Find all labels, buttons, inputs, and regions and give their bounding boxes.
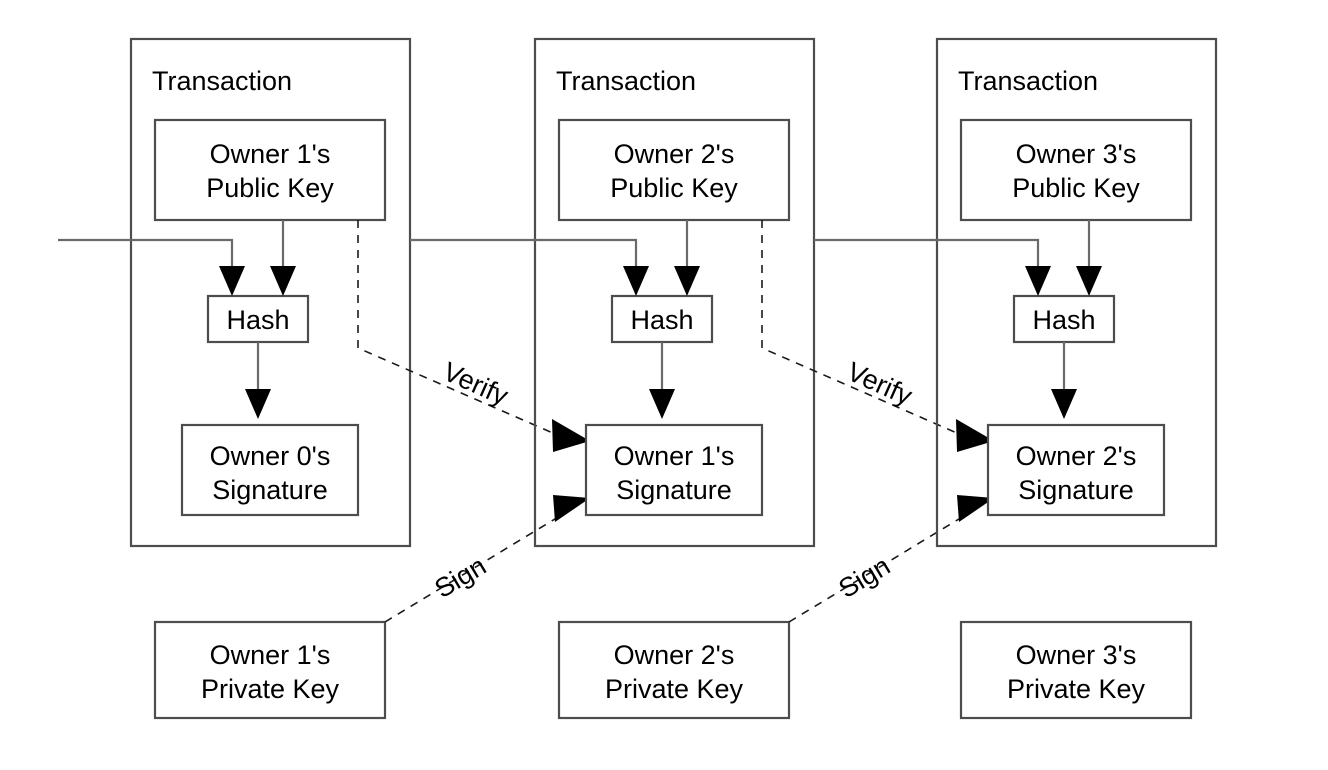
transaction-3-signature-box[interactable] [986,423,1166,517]
arrowhead-sign-1 [553,495,590,522]
transaction-3-public-key-box[interactable] [959,118,1193,222]
sign-label-1: Sign [429,551,491,605]
chain-line-txn2-to-txn3 [814,238,1040,286]
verify-line-1 [357,220,579,445]
transaction-2-hash-label: Hash [630,305,693,335]
verify-label-2: Verify [843,356,917,411]
transaction-1-public-key-box[interactable] [153,118,387,222]
transaction-2-signature-line1: Owner 1's [614,441,735,471]
owner-1-private-key-line1: Owner 1's [210,640,331,670]
chain-line-txn1-to-txn2 [410,238,638,286]
transaction-3-container[interactable] [935,37,1218,548]
transaction-3-hash-box[interactable] [1012,294,1116,344]
transaction-3-signature-line2: Signature [1018,475,1134,505]
owner-3-private-key-line1: Owner 3's [1016,640,1137,670]
arrowhead-into-hash-2-left [623,266,649,296]
verify-line-2 [761,220,983,445]
sign-label-2: Sign [833,551,895,605]
transaction-3-hash-label: Hash [1032,305,1095,335]
owner-1-private-key-line2: Private Key [201,674,340,704]
owner-2-private-key-box[interactable] [557,620,791,720]
transaction-3-group: Transaction Owner 3's Public Key Hash Ow… [935,37,1218,548]
transaction-2-public-key-line2: Public Key [610,173,738,203]
transaction-1-signature-box[interactable] [180,423,360,517]
transaction-1-container[interactable] [129,37,412,548]
transaction-2-group: Transaction Owner 2's Public Key Hash Ow… [533,37,816,548]
sign-line-2 [788,504,983,623]
transaction-2-public-key-line1: Owner 2's [614,139,735,169]
transaction-1-public-key-line1: Owner 1's [210,139,331,169]
arrowhead-into-hash-1-left [219,266,245,296]
owner-2-private-key-line1: Owner 2's [614,640,735,670]
transaction-1-group: Transaction Owner 1's Public Key Hash Ow… [129,37,412,548]
arrowhead-into-signature-2 [649,389,675,419]
arrowhead-verify-1 [552,419,590,452]
transaction-3-public-key-line2: Public Key [1012,173,1140,203]
transaction-2-container[interactable] [533,37,816,548]
arrowhead-into-signature-1 [245,389,271,419]
transaction-2-public-key-box[interactable] [557,118,791,222]
owner-3-private-key-line2: Private Key [1007,674,1146,704]
transaction-1-header: Transaction [152,66,292,96]
arrowhead-sign-2 [957,495,994,522]
verify-label-1: Verify [439,356,513,411]
transaction-1-signature-line2: Signature [212,475,328,505]
arrowhead-into-hash-3-right [1076,266,1102,296]
transaction-1-signature-line1: Owner 0's [210,441,331,471]
transaction-3-signature-line1: Owner 2's [1016,441,1137,471]
arrowhead-verify-2 [956,419,994,452]
transaction-2-signature-box[interactable] [584,423,764,517]
transaction-2-hash-box[interactable] [610,294,714,344]
arrowhead-into-hash-3-left [1025,266,1051,296]
transaction-1-public-key-line2: Public Key [206,173,334,203]
arrowhead-into-signature-3 [1051,389,1077,419]
owner-3-private-key-box[interactable] [959,620,1193,720]
transaction-2-header: Transaction [556,66,696,96]
owner-1-private-key-box[interactable] [153,620,387,720]
transaction-2-signature-line2: Signature [616,475,732,505]
arrowhead-into-hash-2-right [674,266,700,296]
sign-line-1 [384,504,579,623]
owner-2-private-key-line2: Private Key [605,674,744,704]
transaction-1-hash-label: Hash [226,305,289,335]
transaction-3-public-key-line1: Owner 3's [1016,139,1137,169]
chain-line-incoming-txn1 [58,238,234,286]
arrowhead-into-hash-1-right [270,266,296,296]
transaction-3-header: Transaction [958,66,1098,96]
